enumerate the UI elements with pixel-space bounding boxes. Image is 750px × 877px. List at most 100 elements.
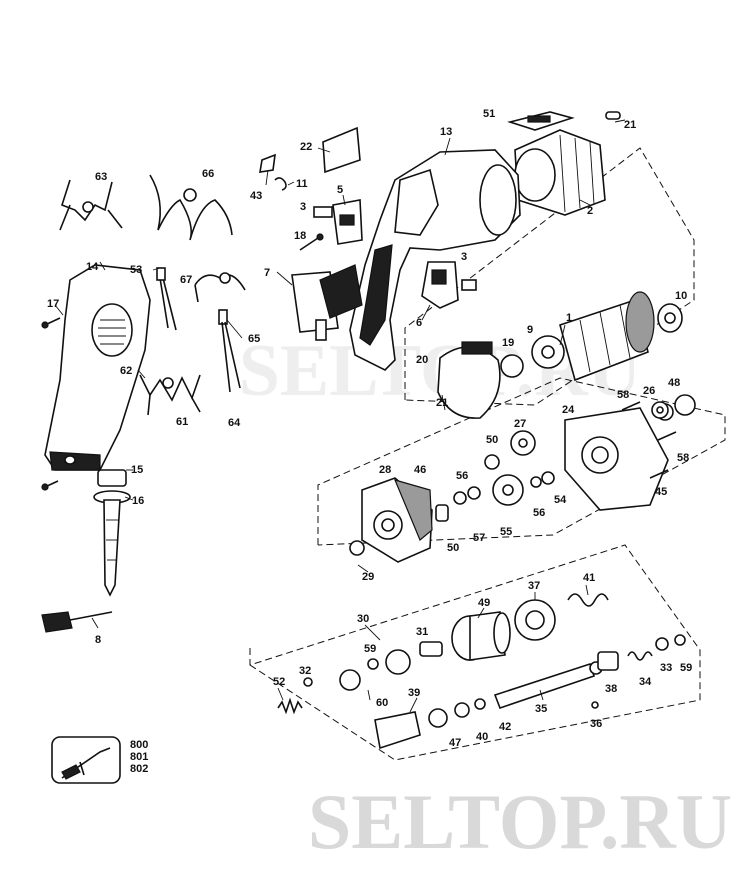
watermark-bottom: SELTOP.RU [308,778,732,865]
callout-43: 43 [250,190,262,202]
callout-28: 28 [379,464,391,476]
callout-15: 15 [131,464,143,476]
callout-48: 48 [668,377,680,389]
motor-housing [514,129,606,216]
power-plug [41,611,113,633]
ring-29 [349,540,365,556]
callout-7: 7 [264,267,270,279]
callout-52: 52 [273,676,285,688]
wire-set-67 [194,272,246,303]
ring-33 [655,637,669,651]
wire-set-63 [59,179,123,231]
gear-55 [492,474,524,506]
callout-31: 31 [416,626,428,638]
callout-30: 30 [357,613,369,625]
ring-47 [428,708,448,728]
baffle [437,341,501,419]
small-pin [605,111,621,120]
clutch-37 [514,599,556,641]
brush-holder-6 [421,261,459,309]
callout-26: 26 [643,385,655,397]
motor-section-outline [404,147,695,406]
callout-61: 61 [176,416,188,428]
callout-14: 14 [86,261,99,273]
gear-case [361,477,433,563]
callout-41: 41 [583,572,595,584]
callout-58-upper: 58 [617,389,629,401]
side-handle [93,469,131,597]
kit-label-801: 801 [130,751,148,763]
callout-33: 33 [660,662,672,674]
ball-36 [591,701,599,709]
callout-3-upper: 3 [300,201,306,213]
washer-54 [541,471,555,485]
callout-27: 27 [514,418,526,430]
collar-60 [339,649,411,691]
callout-32: 32 [299,665,311,677]
spindle-35 [493,661,603,710]
clutch-section-outline [249,544,701,761]
callout-9: 9 [527,324,533,336]
callout-17: 17 [47,298,59,310]
retaining-ring-48 [674,394,696,416]
bearing-26 [651,401,669,419]
callout-11: 11 [296,178,308,190]
callout-39: 39 [408,687,420,699]
screw-58b [657,431,677,441]
callout-56-lower: 56 [533,507,545,519]
ring-40 [454,702,470,718]
callout-36: 36 [590,718,602,730]
callout-45: 45 [655,486,667,498]
callout-59-right: 59 [680,662,692,674]
callout-6: 6 [416,317,422,329]
callout-56-upper: 56 [456,470,468,482]
switch [291,264,363,341]
screw-45 [649,469,669,479]
callout-37: 37 [528,580,540,592]
callout-55: 55 [500,526,512,538]
lead-65 [218,309,241,393]
callout-3-lower: 3 [461,251,467,263]
callout-65: 65 [248,333,260,345]
brush-holder-5 [332,199,363,245]
brush-plate [507,111,575,131]
terminal-43 [259,153,276,173]
screw-17 [41,317,61,329]
callout-21-top: 21 [624,119,636,131]
callout-20: 20 [416,354,428,366]
callout-21-mid: 21 [436,397,448,409]
sleeve-39 [374,711,421,750]
callout-67: 67 [180,274,192,286]
gear-27 [510,430,536,456]
ring-59a [367,658,379,670]
callout-24: 24 [562,404,575,416]
callout-51: 51 [483,108,495,120]
label-plate [322,126,361,174]
callout-63: 63 [95,171,107,183]
callout-18: 18 [294,230,306,242]
callout-8: 8 [95,634,101,646]
callout-50-upper: 50 [486,434,498,446]
spring-52 [277,697,303,715]
callout-29: 29 [362,571,374,583]
callout-53: 53 [130,264,142,276]
callout-58-lower: 58 [677,452,689,464]
bearing-50b [435,504,449,522]
callout-47: 47 [449,737,461,749]
callout-16: 16 [132,495,144,507]
callout-54: 54 [554,494,567,506]
sleeve-31 [419,641,443,657]
callout-62: 62 [120,365,132,377]
callout-labels: 21 51 13 22 63 66 43 11 5 3 2 18 14 53 7… [47,108,692,749]
ring-59b [674,634,686,646]
callout-59-left: 59 [364,643,376,655]
wire-set-62 [139,374,201,416]
washer-57 [467,486,481,500]
callout-46: 46 [414,464,426,476]
callout-22: 22 [300,141,312,153]
callout-34: 34 [639,676,652,688]
callout-42: 42 [499,721,511,733]
clutch-49 [451,611,511,661]
callout-35: 35 [535,703,547,715]
